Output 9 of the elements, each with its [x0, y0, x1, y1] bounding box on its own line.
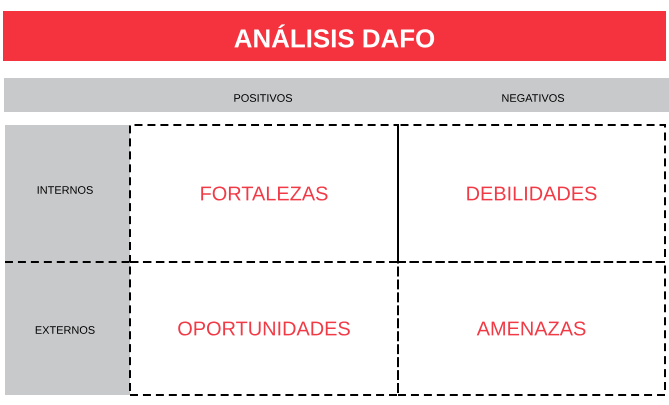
axis-label: INTERNOS — [38, 186, 93, 194]
grid-cell: DEBILIDADES — [397, 124, 666, 263]
axis-label: EXTERNOS — [36, 326, 95, 334]
axis-label: POSITIVOS — [234, 94, 292, 102]
grid-cell: AMENAZAS — [397, 261, 666, 396]
title-banner: ANÁLISIS DAFO — [3, 11, 666, 61]
axis-label: NEGATIVOS — [502, 94, 564, 102]
grid-cell: FORTALEZAS — [129, 124, 399, 263]
grid-cell: OPORTUNIDADES — [129, 261, 399, 396]
